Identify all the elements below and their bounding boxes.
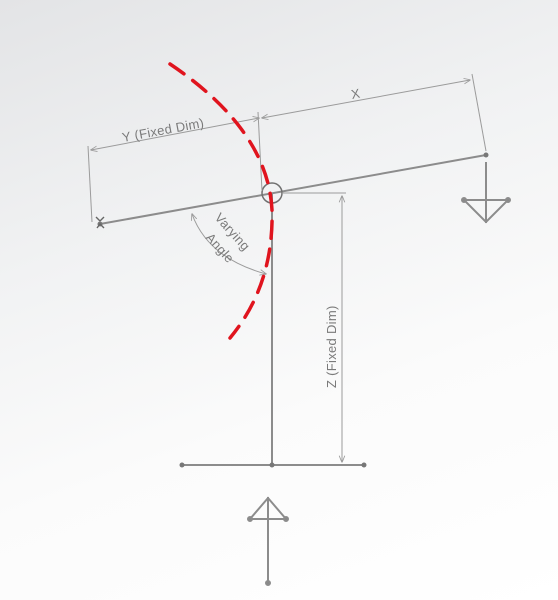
load-arrow-icon[interactable] (461, 162, 511, 224)
fix-constraint-icon[interactable] (95, 216, 105, 229)
base-left-point[interactable] (179, 462, 185, 468)
z-dimension[interactable] (282, 192, 346, 462)
x-dimension-label: X (350, 86, 361, 102)
support-arrow-icon[interactable] (247, 496, 289, 586)
swing-path-arc (168, 62, 274, 340)
y-dimension[interactable] (87, 111, 263, 223)
base-right-point[interactable] (361, 462, 367, 468)
base-center-point[interactable] (269, 462, 275, 468)
z-dimension-label: Z (Fixed Dim) (324, 305, 339, 388)
x-dimension[interactable] (262, 73, 487, 152)
angle-dimension[interactable] (192, 214, 266, 274)
y-dimension-label: Y (Fixed Dim) (121, 115, 205, 145)
beam-line[interactable] (99, 154, 487, 225)
beam-right-endpoint[interactable] (483, 152, 489, 158)
